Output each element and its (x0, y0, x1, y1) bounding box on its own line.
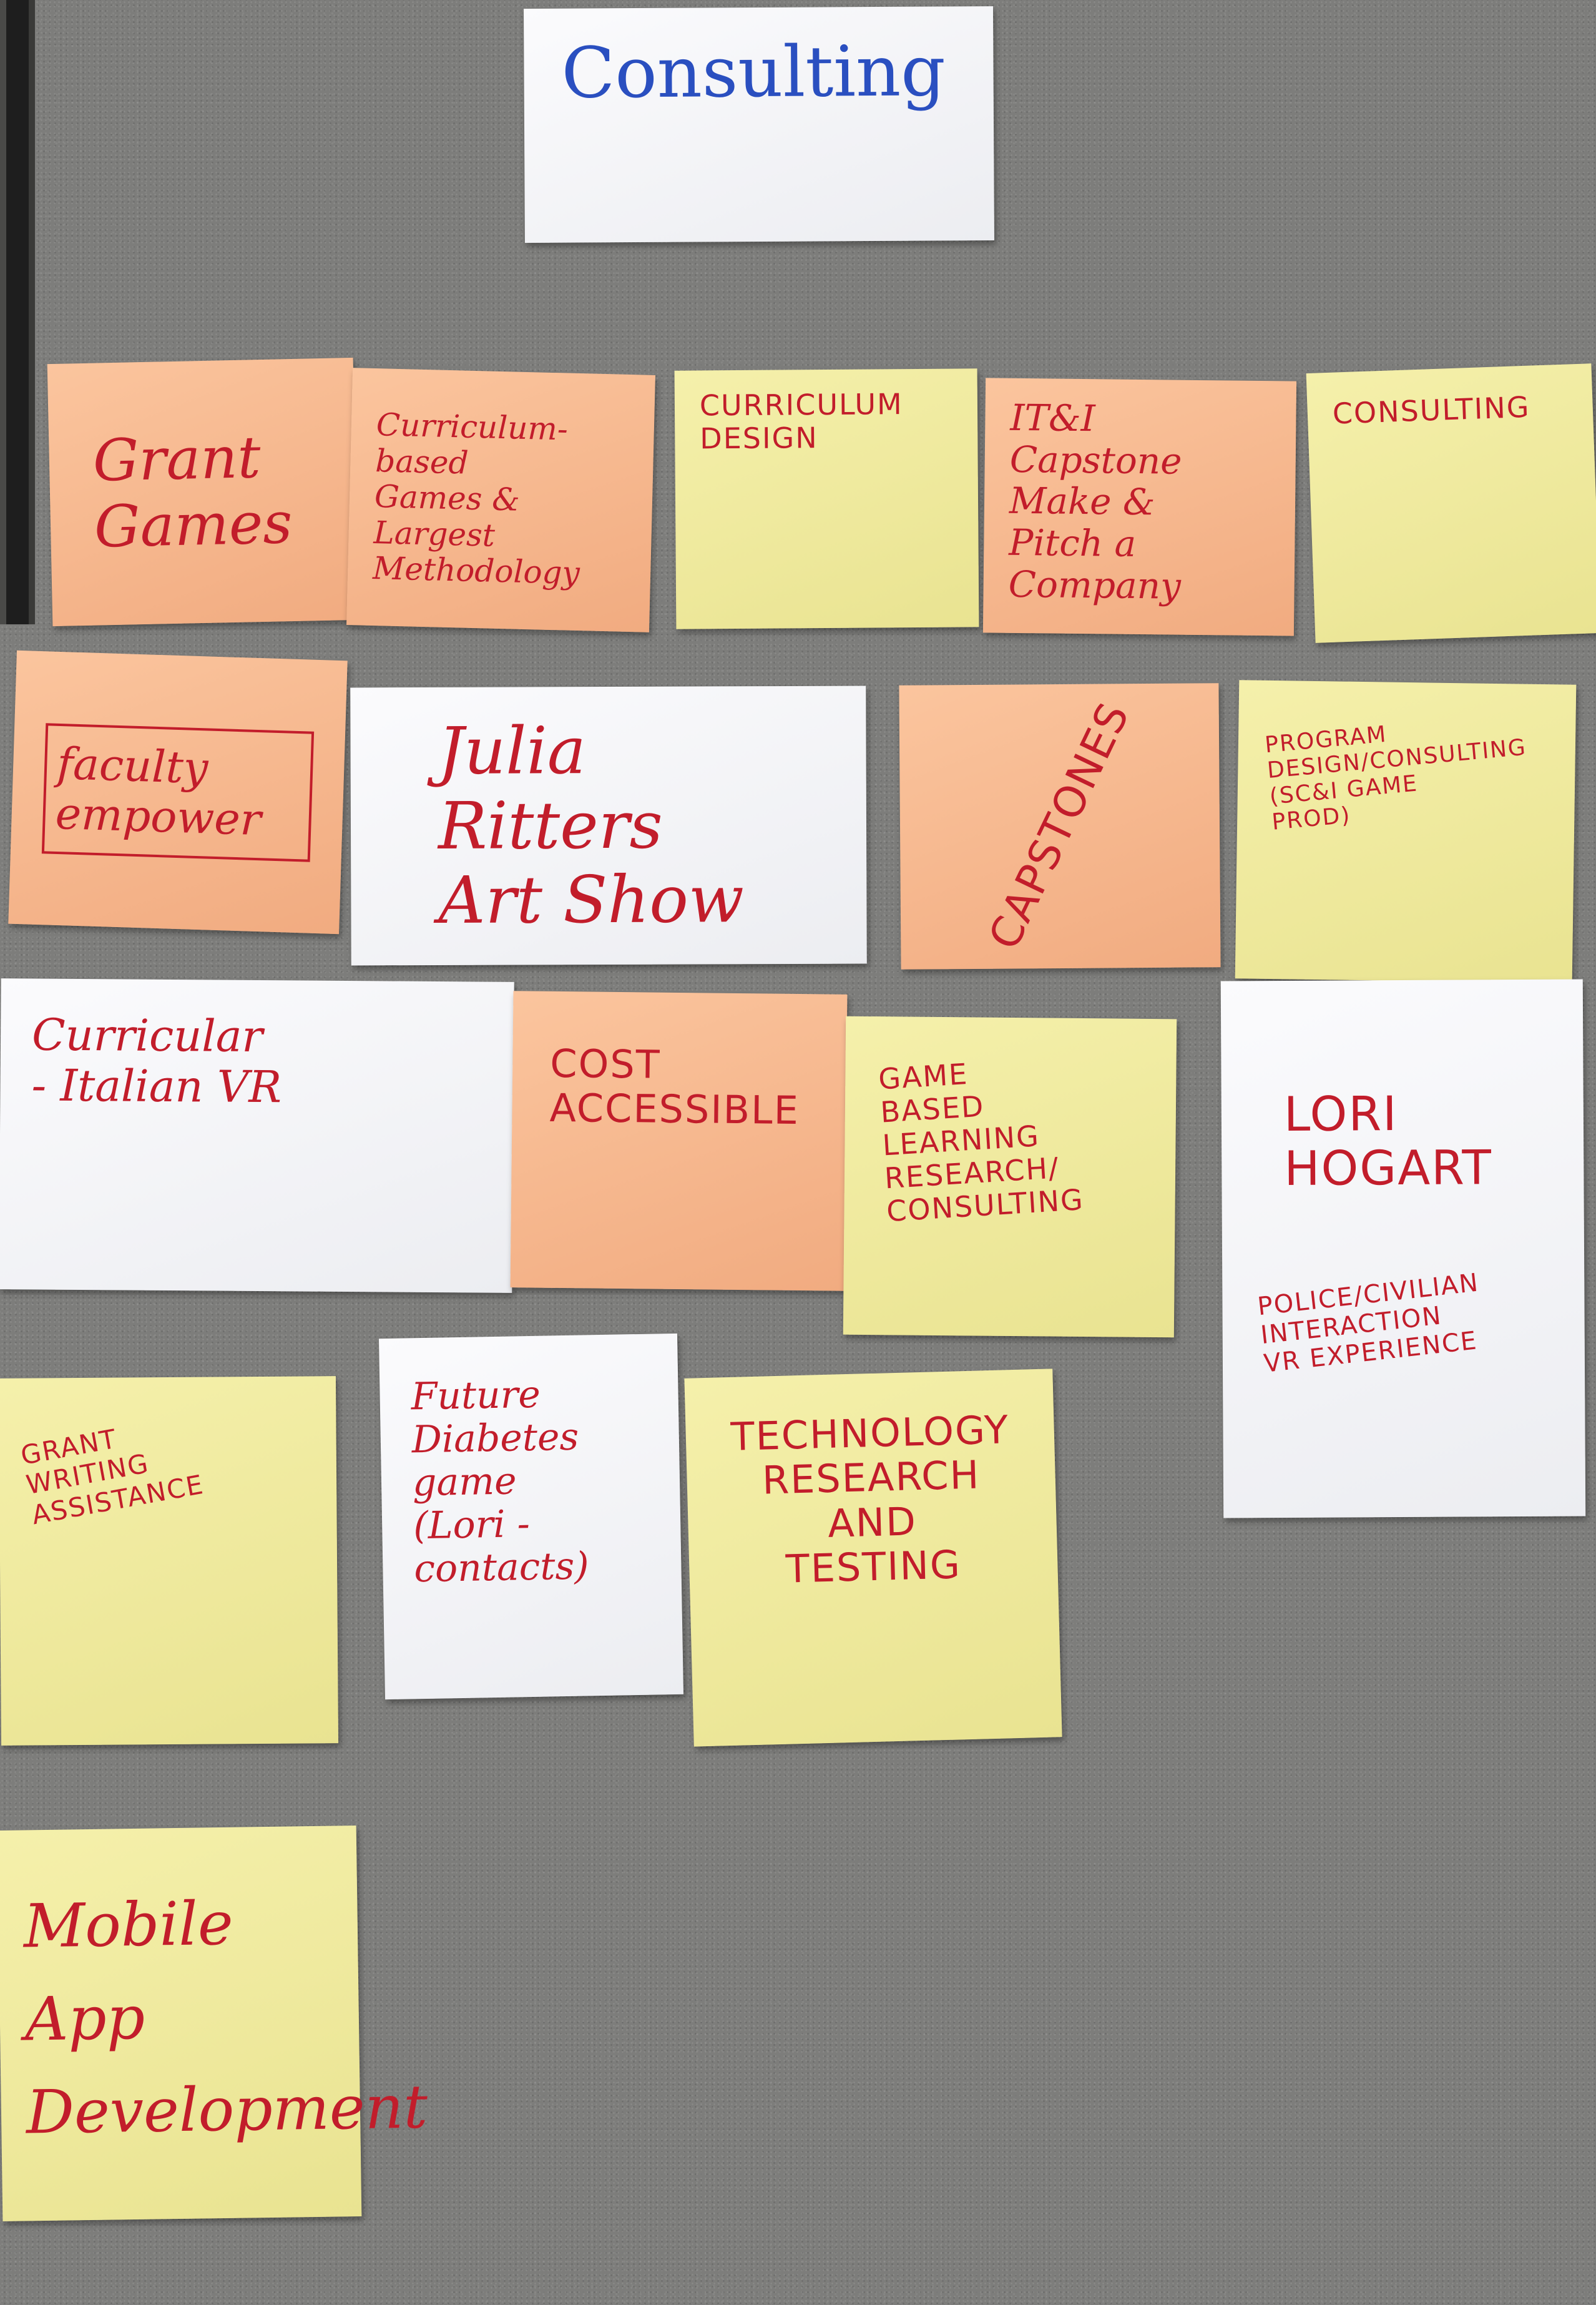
note-text: COST ACCESSIBLE (549, 1040, 800, 1134)
note-grant-writing: GRANT WRITING ASSISTANCE (0, 1376, 339, 1746)
board-edge-rail (0, 0, 49, 624)
note-text: Future Diabetes game (Lori - contacts) (411, 1372, 590, 1591)
note-curriculum-games: Curriculum-based Games & Largest Methodo… (346, 368, 655, 632)
note-mobile-app: Mobile App Development (0, 1826, 428, 2221)
note-text: Curricular - Italian VR (31, 1009, 282, 1113)
note-curricular-vr: Curricular - Italian VR (0, 978, 514, 1293)
note-text: GRANT WRITING ASSISTANCE (18, 1423, 207, 1530)
note-text: CURRICULUM DESIGN (699, 387, 903, 456)
note-faculty-empower: faculty empower (8, 650, 348, 935)
note-technology-research: TECHNOLOGY RESEARCH AND TESTING (684, 1369, 1062, 1747)
note-text: CAPSTONES (979, 695, 1140, 958)
note-future-diabetes: Future Diabetes game (Lori - contacts) (378, 1333, 684, 1700)
note-text: TECHNOLOGY RESEARCH AND TESTING (730, 1407, 1010, 1592)
note-text-name: LORI HOGART (1283, 1086, 1493, 1197)
note-cost-accessible: COST ACCESSIBLE (510, 991, 848, 1291)
note-lori-hogart: LORI HOGART POLICE/CIVILIAN INTERACTION … (1220, 979, 1586, 1518)
note-text: Curriculum-based Games & Largest Methodo… (372, 406, 580, 592)
note-program-design: PROGRAM DESIGN/CONSULTING (SC&I GAME PRO… (1235, 680, 1577, 983)
note-text-detail: POLICE/CIVILIAN INTERACTION VR EXPERIENC… (1256, 1268, 1481, 1379)
header-card: Consulting (524, 6, 994, 243)
note-text: PROGRAM DESIGN/CONSULTING (SC&I GAME PRO… (1263, 721, 1528, 835)
note-capstones: CAPSTONES (899, 683, 1221, 970)
note-text: faculty empower (41, 722, 315, 862)
header-card-text: Consulting (561, 31, 946, 114)
note-consulting: CONSULTING (1306, 363, 1596, 643)
note-iti-capstone: IT&I Capstone Make & Pitch a Company (982, 378, 1297, 636)
note-curriculum-design: CURRICULUM DESIGN (674, 368, 979, 629)
note-text: IT&I Capstone Make & Pitch a Company (1008, 396, 1182, 607)
note-text: CONSULTING (1331, 390, 1531, 431)
note-julia-ritters: Julia Ritters Art Show (350, 686, 867, 966)
note-text: Mobile App Development (23, 1888, 428, 2148)
note-game-based: GAME BASED LEARNING RESEARCH/ CONSULTING (843, 1016, 1177, 1338)
note-text: Grant Games (92, 424, 293, 561)
note-text: Julia Ritters Art Show (438, 712, 745, 939)
note-grant-games: Grant Games (47, 357, 359, 627)
note-text: GAME BASED LEARNING RESEARCH/ CONSULTING (877, 1056, 1085, 1228)
